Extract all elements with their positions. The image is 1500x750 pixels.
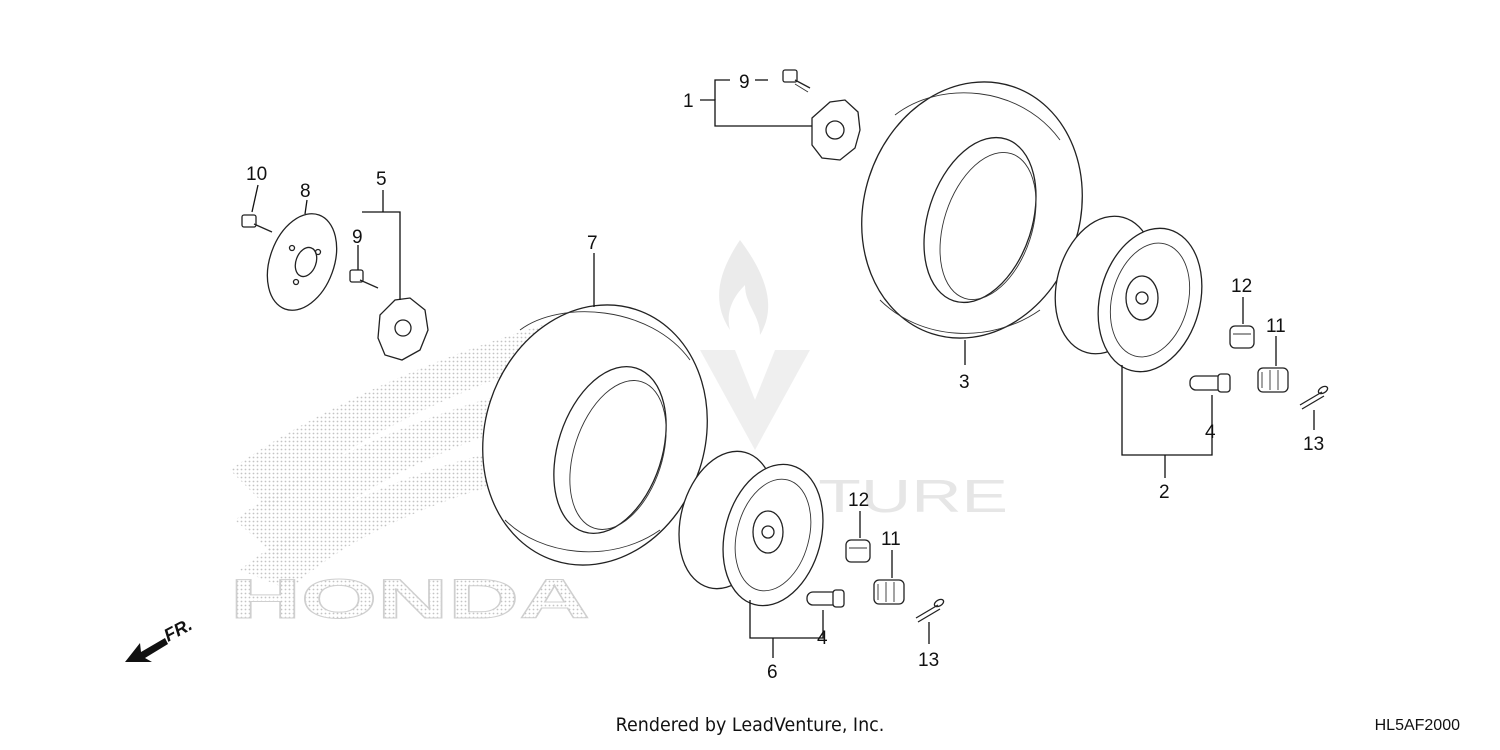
callout-7: 7 bbox=[587, 233, 598, 254]
callout-8: 8 bbox=[300, 181, 311, 202]
brake-disc-plate bbox=[266, 213, 338, 311]
callout-13-front: 13 bbox=[918, 650, 939, 671]
wheel-cap-front bbox=[845, 539, 871, 563]
callout-5: 5 bbox=[376, 169, 387, 190]
callout-2: 2 bbox=[1159, 482, 1170, 503]
callout-12-rear: 12 bbox=[1231, 276, 1252, 297]
callout-12-front: 12 bbox=[848, 490, 869, 511]
wheel-cap-rear bbox=[1229, 325, 1255, 349]
honda-logo-watermark: HONDA bbox=[230, 567, 590, 630]
callout-3: 3 bbox=[959, 372, 970, 393]
callout-6: 6 bbox=[767, 662, 778, 683]
callout-10: 10 bbox=[246, 164, 267, 185]
cotter-pin-rear bbox=[1299, 385, 1329, 410]
cotter-pin-front bbox=[915, 598, 945, 623]
front-direction-arrow-icon bbox=[125, 638, 168, 662]
callout-4-rear: 4 bbox=[1205, 422, 1216, 443]
rear-wheel-rim bbox=[1054, 215, 1203, 373]
rear-tire bbox=[861, 81, 1083, 339]
callout-1: 1 bbox=[683, 91, 694, 112]
front-tire bbox=[482, 304, 708, 566]
leadventure-flame-watermark bbox=[700, 240, 810, 450]
valve-stem-rear bbox=[1189, 373, 1231, 393]
flange-bolt bbox=[241, 214, 273, 233]
callout-11-rear: 11 bbox=[1266, 316, 1286, 337]
front-hub bbox=[377, 297, 429, 361]
castle-nut-rear bbox=[1257, 367, 1289, 393]
stud-bolt-rear bbox=[782, 69, 811, 93]
callout-9-front: 9 bbox=[352, 227, 363, 248]
callout-4-front: 4 bbox=[817, 628, 828, 649]
castle-nut-front bbox=[873, 579, 905, 605]
callout-9-rear: 9 bbox=[739, 72, 750, 93]
callout-13-rear: 13 bbox=[1303, 434, 1324, 455]
leader-lines bbox=[251, 79, 1315, 658]
render-credit: Rendered by LeadVenture, Inc. bbox=[615, 714, 885, 736]
front-wheel-rim bbox=[678, 450, 824, 607]
stud-bolt-front bbox=[349, 269, 379, 289]
callout-11-front: 11 bbox=[881, 529, 901, 550]
rear-hub bbox=[811, 99, 861, 161]
diagram-code: HL5AF2000 bbox=[1374, 717, 1460, 734]
valve-stem-front bbox=[806, 589, 845, 608]
